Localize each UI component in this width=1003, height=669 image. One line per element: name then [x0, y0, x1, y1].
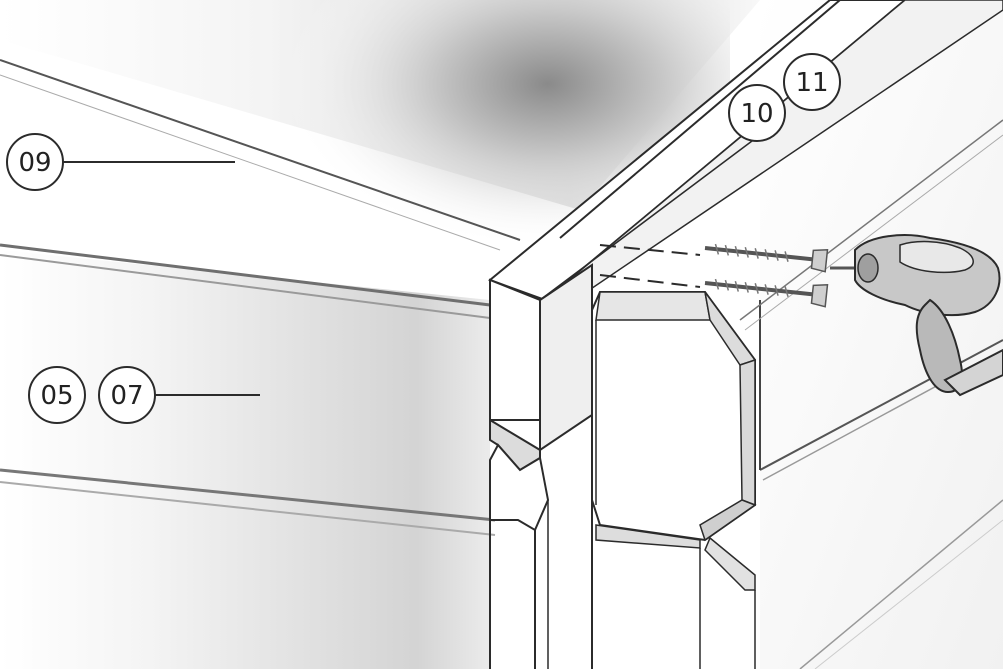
- screw-icon: [704, 278, 829, 308]
- callout-05-07: 05 07: [28, 366, 260, 424]
- screw-guides: [599, 244, 701, 288]
- connector-block: [591, 291, 757, 669]
- cordless-drill-icon: [830, 234, 1003, 397]
- screw-icon: [704, 243, 829, 273]
- callout-11-label: 11: [795, 68, 828, 98]
- vertical-post: [489, 263, 593, 669]
- callout-07-label: 07: [110, 381, 143, 411]
- callout-05-label: 05: [40, 381, 73, 411]
- callout-10-label: 10: [740, 99, 773, 129]
- callout-10-11: 11 10: [728, 53, 841, 142]
- callout-09-label: 09: [18, 148, 51, 178]
- callout-09: 09: [6, 133, 235, 191]
